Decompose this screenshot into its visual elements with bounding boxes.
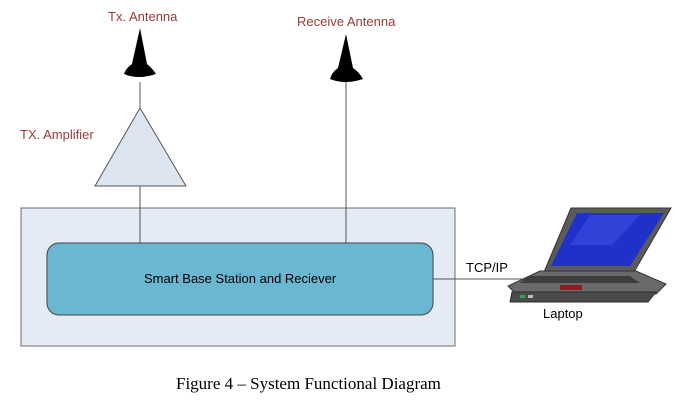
tcpip-label: TCP/IP xyxy=(466,260,508,275)
tx-antenna-icon xyxy=(124,28,156,77)
tx-amplifier-triangle xyxy=(94,107,187,187)
base-station-box xyxy=(46,242,434,316)
laptop-icon xyxy=(507,207,672,303)
base-station-label: Smart Base Station and Reciever xyxy=(144,271,337,286)
tx-antenna-label: Tx. Antenna xyxy=(108,9,178,24)
receive-antenna-label: Receive Antenna xyxy=(297,14,396,29)
receive-antenna-icon xyxy=(330,34,363,82)
laptop-label: Laptop xyxy=(543,306,583,321)
tx-amplifier-label: TX. Amplifier xyxy=(20,127,94,142)
figure-caption: Figure 4 – System Functional Diagram xyxy=(176,374,441,393)
